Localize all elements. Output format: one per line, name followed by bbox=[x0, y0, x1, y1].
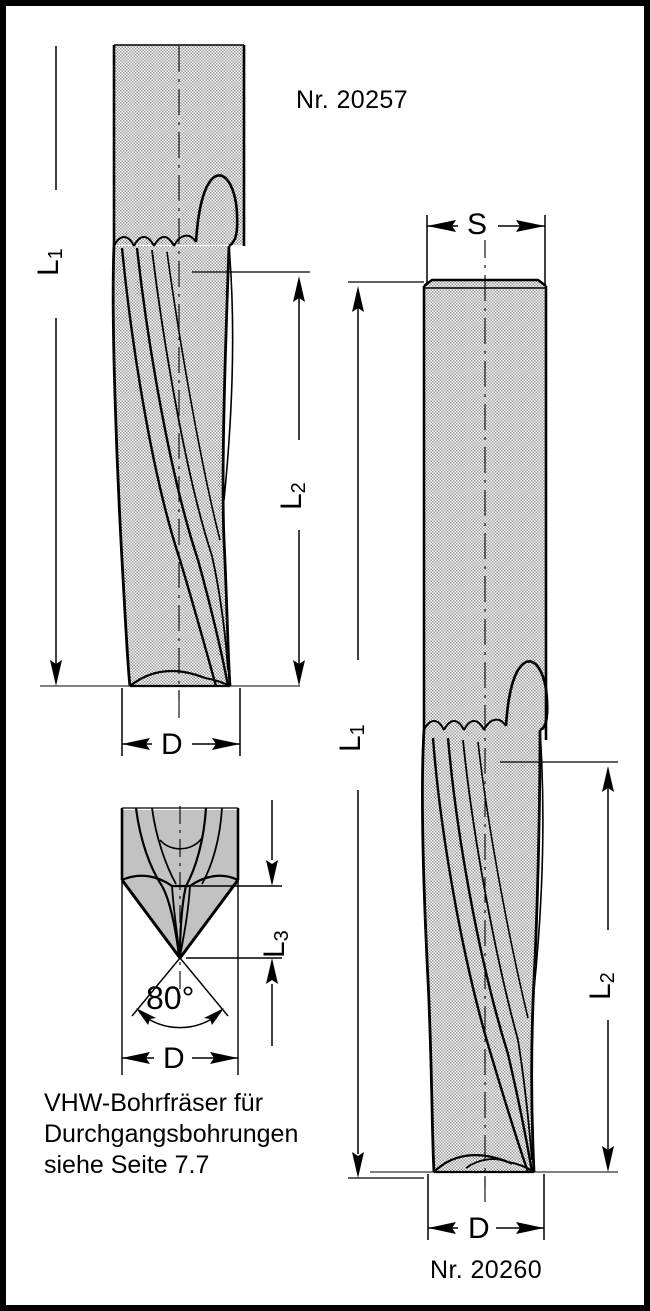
right-tool-view bbox=[348, 210, 618, 1242]
dimension-label-detail-L3: L3 bbox=[258, 930, 294, 958]
dim-sub-1: 1 bbox=[45, 248, 68, 260]
dimension-label-right-L2: L2 bbox=[584, 972, 620, 1000]
left-flute-body bbox=[111, 174, 239, 688]
dimension-label-detail-D: D bbox=[163, 1042, 185, 1075]
dimension-right-L2 bbox=[370, 761, 618, 1173]
dim-sub-3: 3 bbox=[271, 930, 294, 942]
dim-letter-L: L bbox=[32, 259, 65, 276]
tip-detail-view bbox=[120, 800, 282, 1075]
note-line-1: VHW-Bohrfräser für bbox=[44, 1089, 264, 1117]
angle-label-80-degrees: 80° bbox=[146, 980, 195, 1016]
dimension-right-S bbox=[426, 210, 546, 285]
part-number-bottom: Nr. 20260 bbox=[430, 1256, 543, 1284]
note-line-2: Durchgangsbohrungen bbox=[44, 1120, 299, 1148]
dim-letter-L: L bbox=[334, 735, 367, 752]
dim-letter-L: L bbox=[584, 983, 617, 1000]
angle-80-dimension bbox=[131, 957, 229, 1029]
dimension-label-right-D: D bbox=[468, 1212, 490, 1245]
dimension-label-right-S: S bbox=[467, 208, 488, 241]
dim-sub-1: 1 bbox=[347, 724, 370, 736]
dim-letter-L: L bbox=[275, 493, 308, 510]
note-line-3: siehe Seite 7.7 bbox=[44, 1151, 210, 1179]
dimension-left-L2 bbox=[192, 271, 310, 686]
dimension-left-L1 bbox=[40, 46, 300, 687]
dimension-right-L1 bbox=[348, 281, 424, 1179]
left-tool-view bbox=[40, 44, 310, 758]
right-flute-body bbox=[420, 660, 549, 1174]
dim-sub-2: 2 bbox=[597, 972, 620, 984]
dimension-label-right-L1: L1 bbox=[334, 724, 370, 752]
dimension-right-D bbox=[427, 1174, 545, 1242]
part-number-top: Nr. 20257 bbox=[296, 86, 409, 114]
dim-sub-2: 2 bbox=[288, 482, 311, 494]
dimension-label-left-L2: L2 bbox=[275, 482, 311, 510]
dim-letter-L: L bbox=[258, 941, 291, 958]
dimension-detail-D bbox=[121, 880, 239, 1075]
dimension-label-left-D: D bbox=[161, 728, 183, 761]
dimension-left-D bbox=[121, 688, 241, 758]
dimension-label-left-L1: L1 bbox=[32, 248, 68, 276]
note-block: VHW-Bohrfräser für Durchgangsbohrungen s… bbox=[44, 1088, 344, 1181]
dimension-detail-L3 bbox=[186, 800, 282, 1046]
